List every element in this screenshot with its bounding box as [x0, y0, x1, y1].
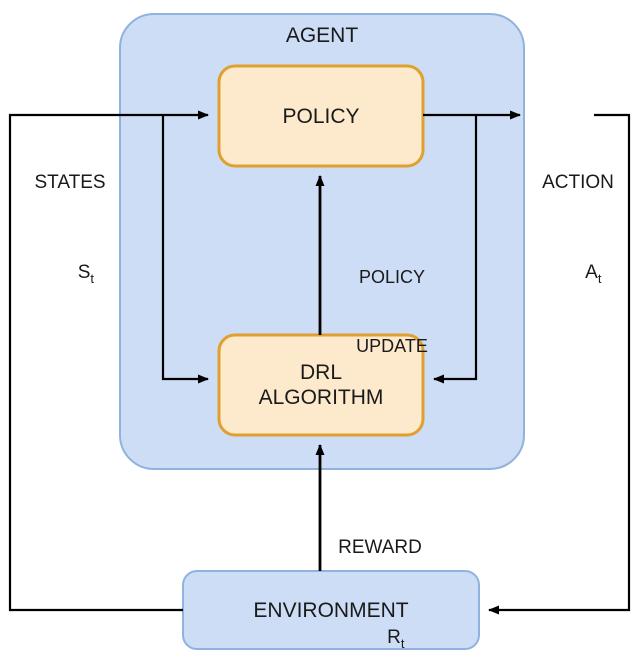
- action-symbol-subscript: t: [597, 270, 602, 286]
- environment-label-text: ENVIRONMENT: [253, 598, 409, 622]
- action-symbol-text: A: [585, 262, 598, 283]
- environment-label: ENVIRONMENT: [183, 571, 479, 649]
- reward-label: REWARD Rt: [325, 493, 435, 667]
- policy-update-label-line1: POLICY: [358, 267, 426, 287]
- action-label-symbol: At: [523, 240, 633, 312]
- states-symbol-subscript: t: [90, 270, 94, 286]
- policy-update-label: POLICY UPDATE: [327, 220, 457, 404]
- policy-update-label-line2: UPDATE: [356, 336, 428, 356]
- reward-label-symbol: Rt: [325, 605, 435, 667]
- action-label-name: ACTION: [542, 172, 614, 193]
- agent-label: AGENT: [220, 16, 424, 54]
- drl-algorithm-label: DRL ALGORITHM: [219, 335, 423, 435]
- states-arrow: [8, 110, 209, 612]
- reward-symbol-text: R: [387, 627, 401, 648]
- action-to-drl-arrow: [433, 115, 478, 384]
- states-to-drl-arrow: [161, 115, 209, 384]
- agent-label-text: AGENT: [285, 23, 359, 47]
- drl-algorithm-label-line1: DRL: [299, 361, 342, 384]
- reward-symbol-subscript: t: [400, 635, 405, 651]
- policy-label-text: POLICY: [282, 104, 360, 128]
- states-symbol-text: S: [77, 262, 91, 283]
- action-label: ACTION At: [523, 128, 633, 356]
- states-label-name: STATES: [34, 172, 106, 193]
- reward-label-name: REWARD: [338, 537, 422, 558]
- drl-algorithm-label-line2: ALGORITHM: [258, 386, 384, 409]
- states-label-symbol: St: [20, 240, 120, 312]
- action-to-environment-arrow: [488, 113, 631, 615]
- policy-label: POLICY: [219, 66, 423, 166]
- states-label: STATES St: [20, 128, 120, 356]
